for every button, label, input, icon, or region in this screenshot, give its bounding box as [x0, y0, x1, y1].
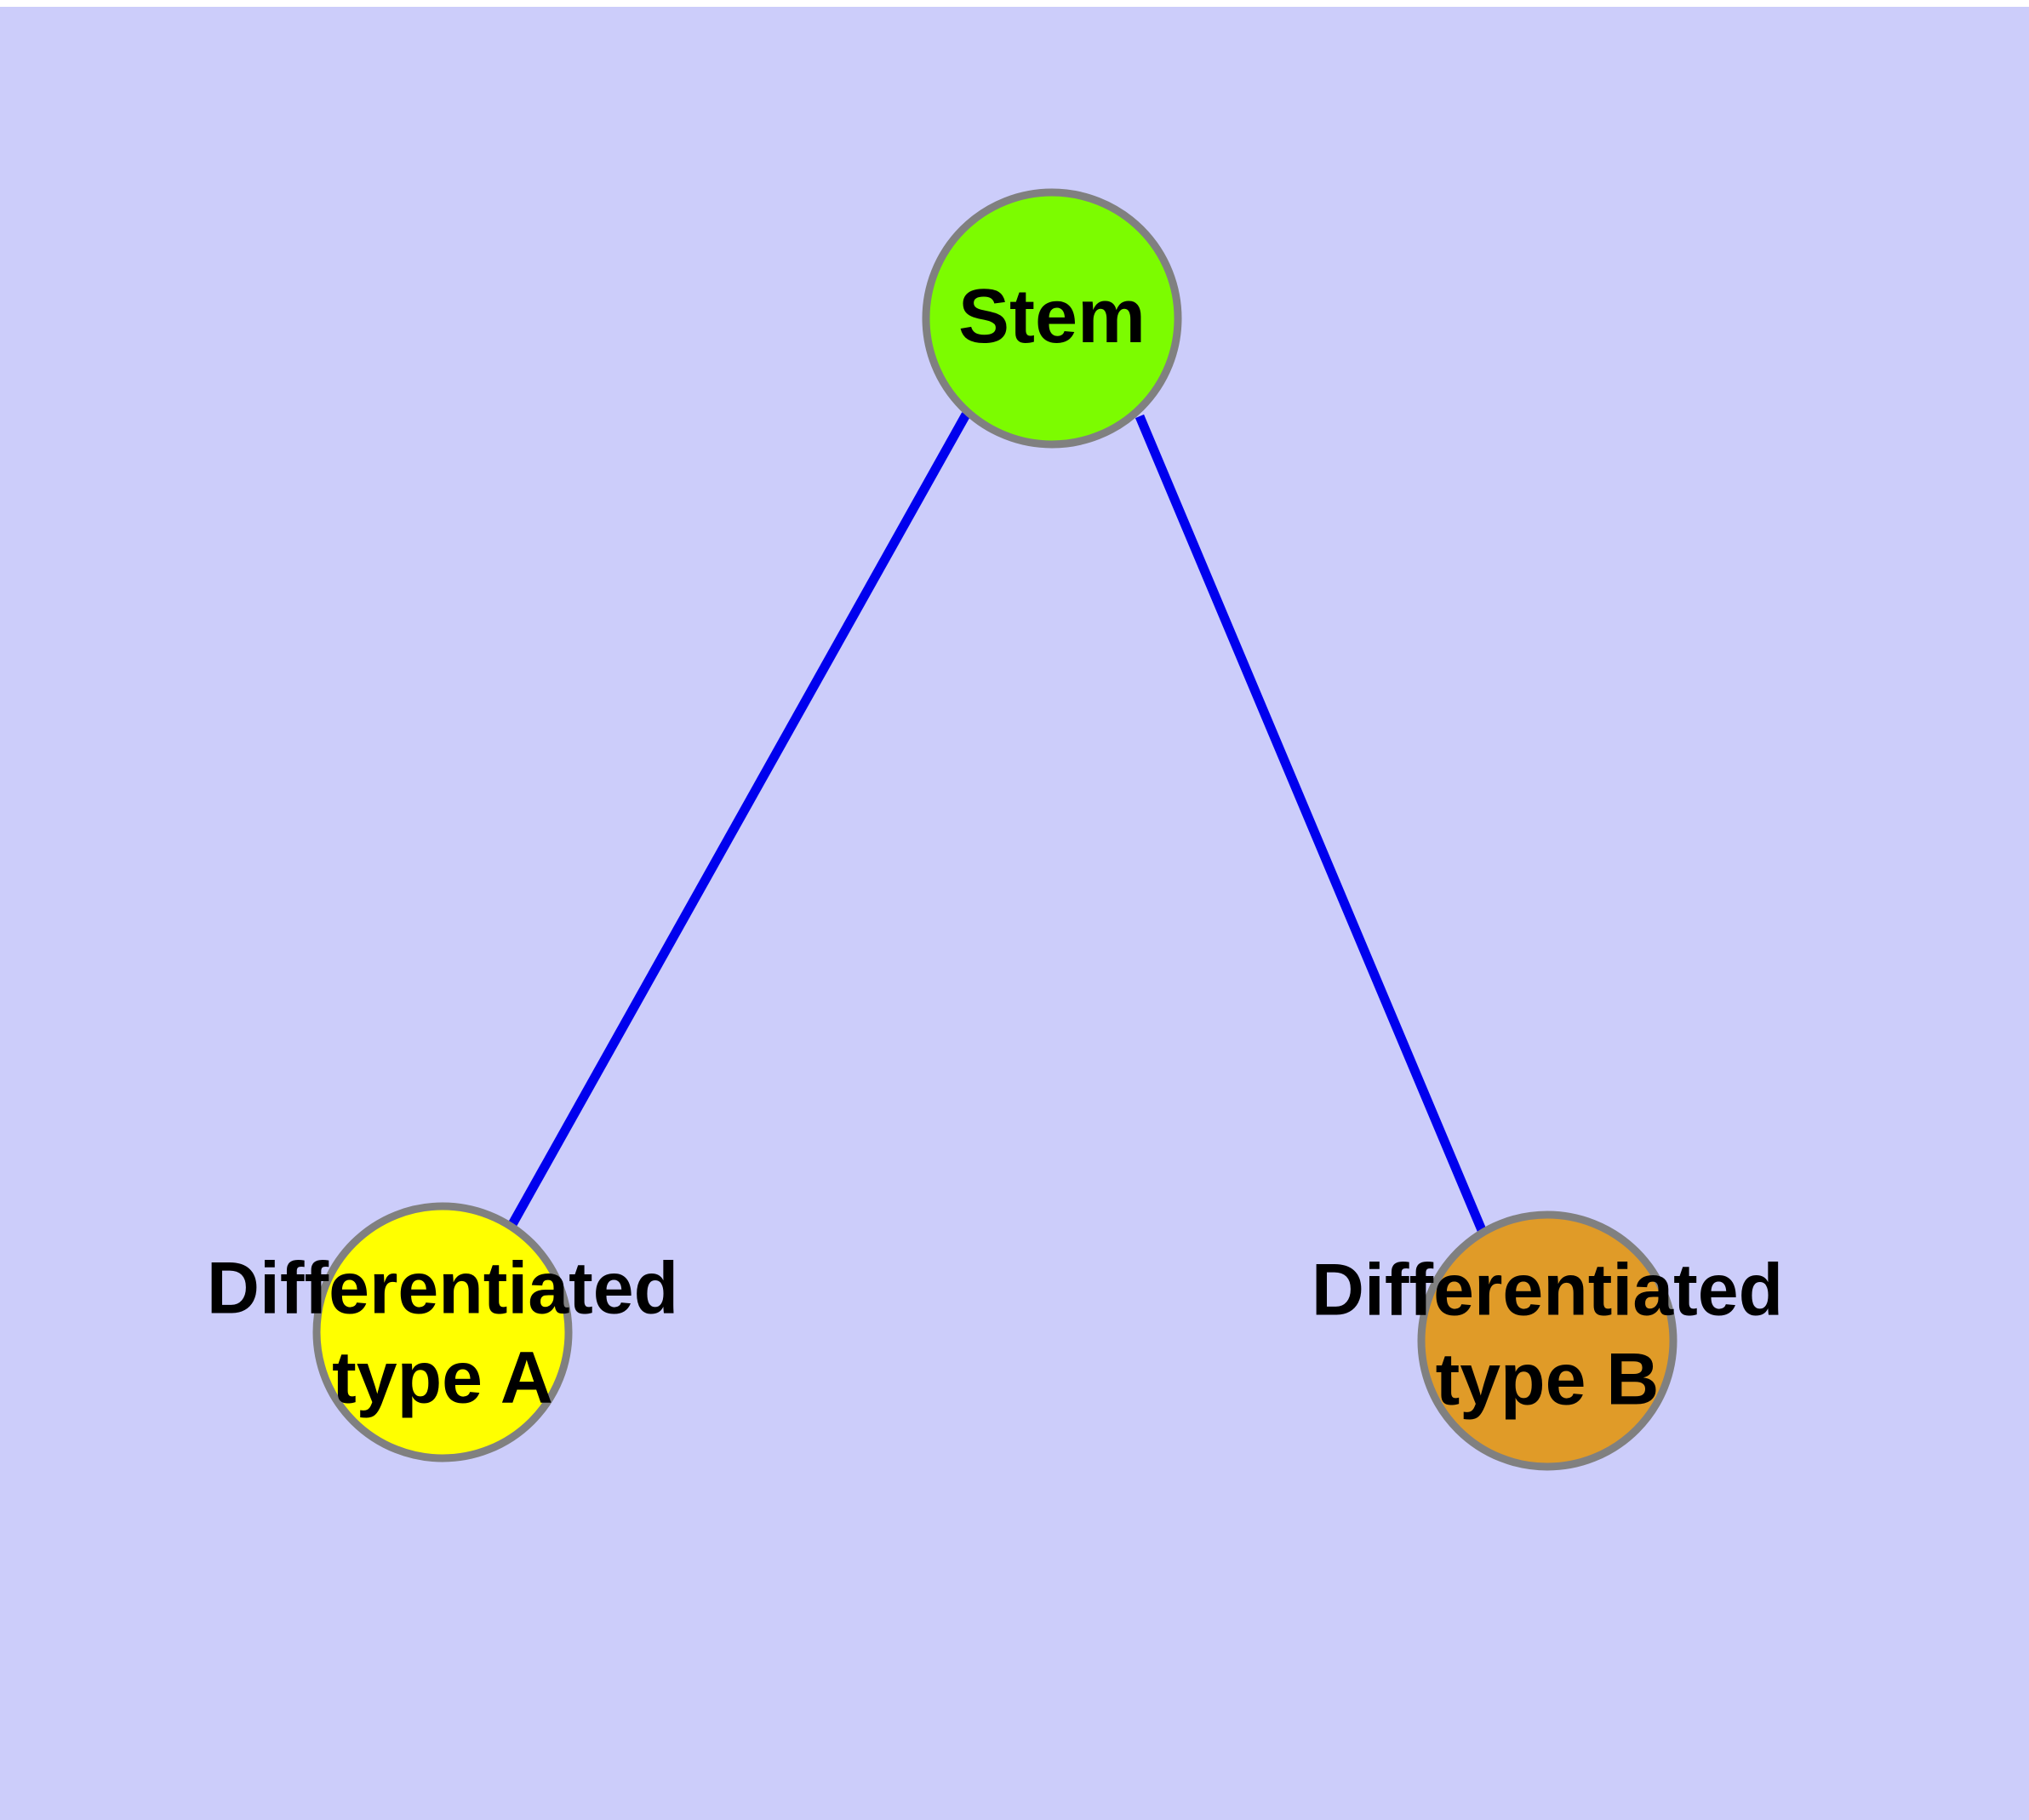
node-differentiated-type-b-circle[interactable]: [1417, 1210, 1677, 1471]
label-layer: Stem Differentiated type A Differentiate…: [207, 274, 1783, 1421]
node-stem[interactable]: [922, 188, 1182, 449]
node-differentiated-type-a[interactable]: [312, 1202, 573, 1462]
node-differentiated-type-a-label-line2: type A: [332, 1337, 553, 1419]
node-differentiated-type-b[interactable]: [1417, 1210, 1677, 1471]
node-stem-circle[interactable]: [922, 188, 1182, 449]
node-differentiated-type-a-circle[interactable]: [312, 1202, 573, 1462]
edge-stem-to-differentiated-type-a[interactable]: [507, 412, 970, 1228]
node-differentiated-type-b-label-line2: type B: [1436, 1339, 1660, 1421]
node-differentiated-type-b-label-line1: Differentiated: [1312, 1250, 1783, 1331]
edge-layer: [507, 412, 1487, 1233]
node-stem-label: Stem: [958, 274, 1146, 359]
node-differentiated-type-a-label-line1: Differentiated: [207, 1248, 678, 1330]
edge-stem-to-differentiated-type-b[interactable]: [1135, 414, 1487, 1233]
